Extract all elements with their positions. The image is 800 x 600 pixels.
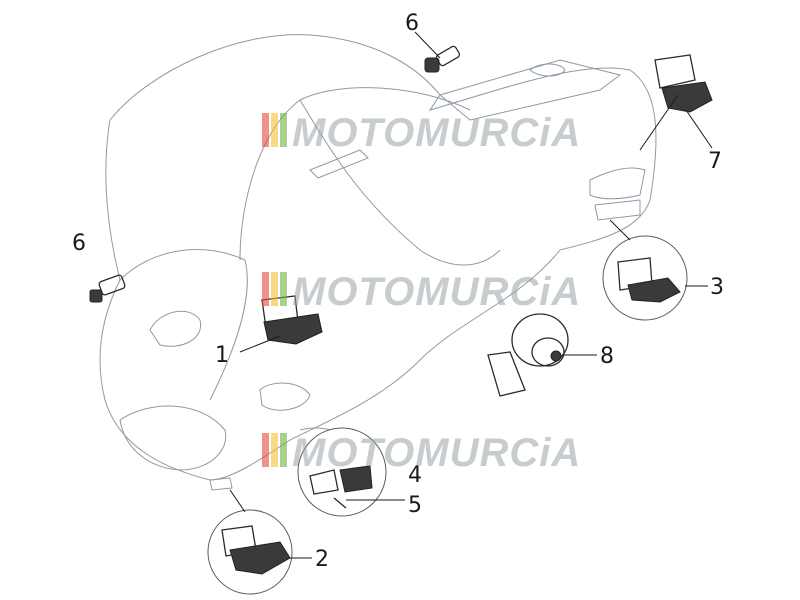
watermark-stripe-red	[262, 113, 269, 147]
leader-line-1	[239, 335, 281, 353]
watermark-text: MOTOMURCiA	[292, 111, 581, 155]
watermark-stripe-green	[280, 433, 287, 467]
ignition-part-8	[487, 313, 569, 397]
callout-6-left: 6	[72, 231, 86, 256]
callout-3: 3	[710, 275, 724, 300]
callout-1: 1	[215, 343, 229, 368]
watermark-stripe-yellow	[271, 113, 278, 147]
watermark-1: MOTOMURCiA	[262, 111, 581, 155]
leader-line-7-cover	[639, 94, 679, 151]
leader-line-3	[609, 219, 631, 241]
callout-4: 4	[408, 463, 422, 488]
callout-2: 2	[315, 547, 329, 572]
switch-part-4-5-detail	[297, 427, 387, 517]
watermark-text: MOTOMURCiA	[292, 270, 581, 314]
watermark-stripe-yellow	[271, 433, 278, 467]
callout-6-top: 6	[405, 11, 419, 36]
watermark-stripe-yellow	[271, 272, 278, 306]
leader-line-6-top	[414, 31, 441, 59]
leader-line-7	[685, 109, 713, 149]
watermark-stripe-red	[262, 433, 269, 467]
watermark-stripe-green	[280, 272, 287, 306]
watermark-2: MOTOMURCiA	[262, 270, 581, 314]
watermark-stripe-green	[280, 113, 287, 147]
switch-part-7	[654, 54, 713, 113]
watermark-stripe-red	[262, 272, 269, 306]
callout-7: 7	[708, 149, 722, 174]
bulb-part-left	[89, 274, 126, 303]
switch-part-3-detail	[602, 235, 688, 321]
callout-5: 5	[408, 493, 422, 518]
bulb-part-top	[424, 45, 461, 73]
watermark-3: MOTOMURCiA	[262, 431, 581, 475]
switch-part-2-detail	[207, 509, 293, 595]
handlebar-cover-outline	[99, 34, 657, 491]
callout-8: 8	[600, 344, 614, 369]
watermark-text: MOTOMURCiA	[292, 431, 581, 475]
leader-line-2-cover	[229, 489, 246, 513]
